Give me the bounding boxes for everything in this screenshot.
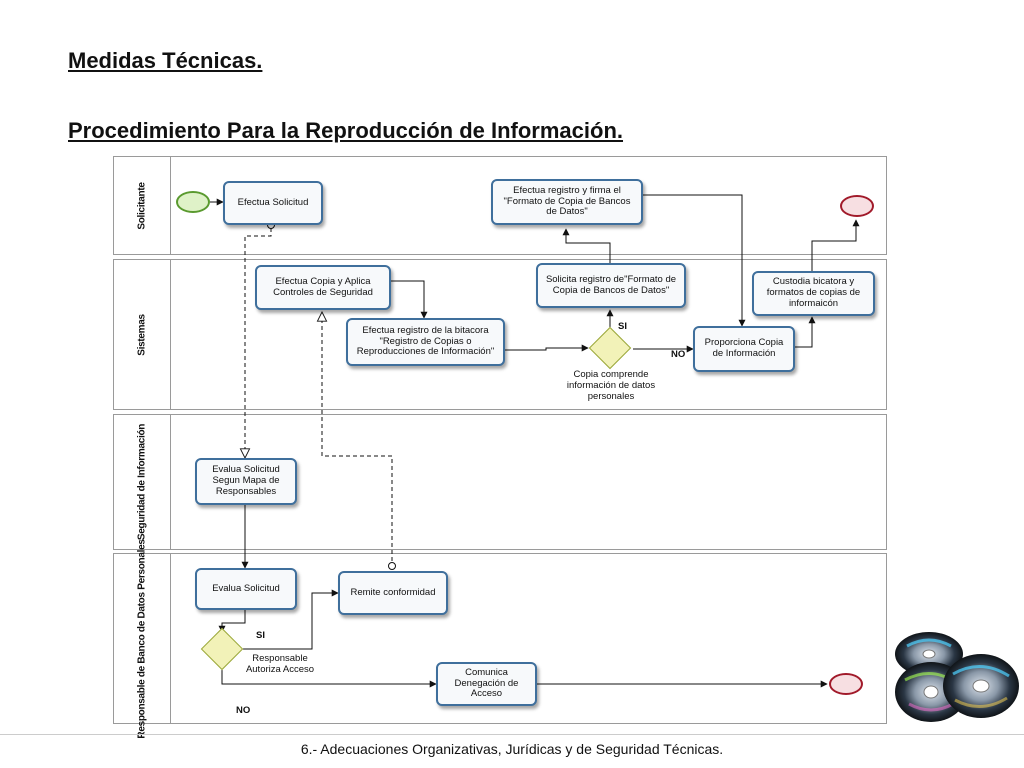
end-event-denegacion xyxy=(829,673,863,695)
lane-label: Solicitante xyxy=(136,181,148,230)
flow-label-si: SI xyxy=(256,630,265,641)
task-remite-conformidad: Remite conformidad xyxy=(338,571,448,615)
flow-label-si: SI xyxy=(618,321,627,332)
flow-label-no: NO xyxy=(236,705,251,716)
footer-divider xyxy=(0,734,1024,735)
compact-discs-icon xyxy=(895,632,1019,722)
lane-header: Solicitante xyxy=(114,157,171,254)
task-evalua-solicitud: Evalua Solicitud xyxy=(195,568,297,610)
task-comunica-denegacion: Comunica Denegación de Acceso xyxy=(436,662,537,706)
start-event xyxy=(176,191,210,213)
flow-label-no: NO xyxy=(671,349,686,360)
task-solicita-registro: Solicita registro de"Formato de Copia de… xyxy=(536,263,686,308)
end-event xyxy=(840,195,874,217)
task-efectua-registro-firma: Efectua registro y firma el "Formato de … xyxy=(491,179,643,225)
lane-header: Responsable de Banco de Datos Personales xyxy=(114,539,171,738)
lane-header: Sistemas xyxy=(114,260,171,409)
lane-label: Seguridad de Información xyxy=(136,423,148,541)
page-subtitle: Procedimiento Para la Reproducción de In… xyxy=(68,118,624,143)
task-efectua-solicitud: Efectua Solicitud xyxy=(223,181,323,225)
task-proporciona-copia: Proporciona Copia de Información xyxy=(693,326,795,372)
task-custodia-bitacora: Custodia bicatora y formatos de copias d… xyxy=(752,271,875,316)
task-efectua-copia: Efectua Copia y Aplica Controles de Segu… xyxy=(255,265,391,310)
lane-label: Sistemas xyxy=(136,313,148,356)
footer-text: 6.- Adecuaciones Organizativas, Jurídica… xyxy=(300,741,724,757)
gateway-label: Copia comprende información de datos per… xyxy=(566,369,656,402)
lane-header: Seguridad de Información xyxy=(114,415,171,549)
task-evalua-solicitud-mapa: Evalua Solicitud Segun Mapa de Responsab… xyxy=(195,458,297,505)
page-title: Medidas Técnicas. xyxy=(68,48,263,73)
lane-label: Responsable de Banco de Datos Personales xyxy=(136,538,148,739)
gateway-label: Responsable Autoriza Acceso xyxy=(245,653,315,675)
task-efectua-registro-bitacora: Efectua registro de la bitacora "Registr… xyxy=(346,318,505,366)
